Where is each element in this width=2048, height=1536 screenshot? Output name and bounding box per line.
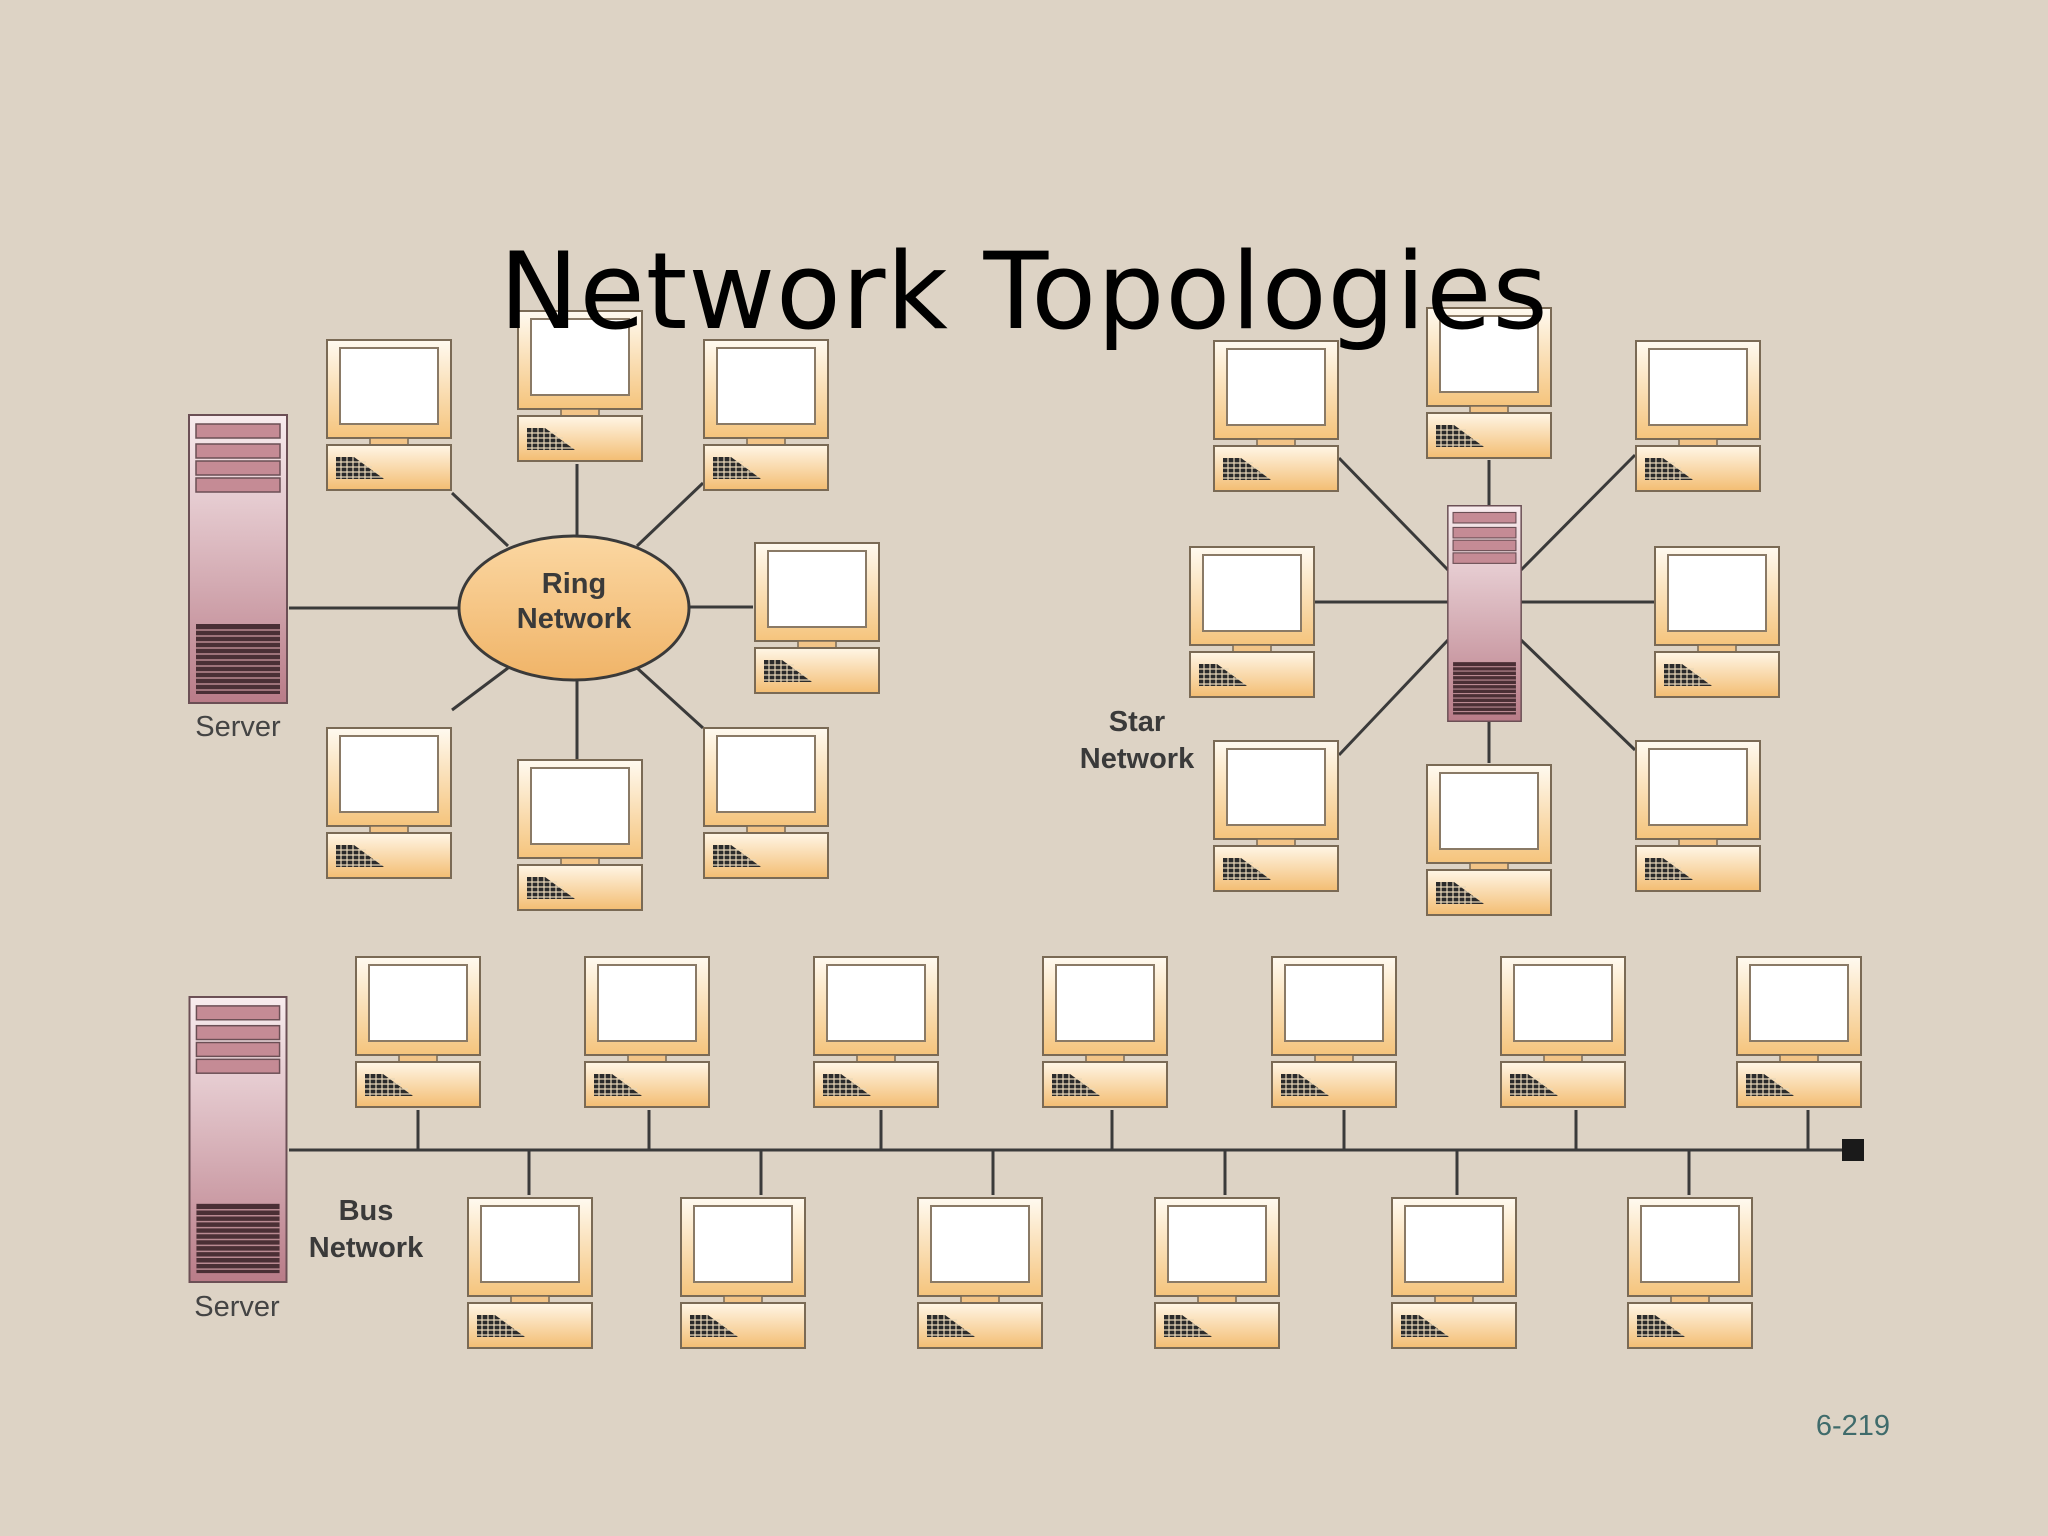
star-computer-icon (1426, 306, 1552, 460)
bus-terminator (1842, 1139, 1864, 1161)
bus-computer-icon (1627, 1196, 1753, 1350)
bus-computer-icon (1391, 1196, 1517, 1350)
bus-computer-icon (813, 955, 939, 1109)
bus-computer-icon (1154, 1196, 1280, 1350)
ring-server-icon (188, 414, 288, 704)
star-computer-icon (1635, 739, 1761, 893)
star-computer-icon (1213, 339, 1339, 493)
bus-computer-icon (1736, 955, 1862, 1109)
ring-computer-icon (326, 338, 452, 492)
bus-network-label-line2: Network (309, 1232, 424, 1264)
bus-network-label-line1: Bus (339, 1195, 394, 1227)
bus-server-icon (188, 996, 288, 1283)
ring-computer-icon (517, 758, 643, 912)
ring-server-label: Server (195, 711, 281, 743)
star-computer-icon (1426, 763, 1552, 917)
bus-server-label: Server (194, 1291, 280, 1323)
star-central-server-icon (1447, 505, 1522, 722)
bus-network-topology: Bus Network Server (188, 955, 1864, 1350)
star-network-topology: Star Network (1080, 306, 1780, 917)
star-computer-icon (1189, 545, 1315, 699)
star-computer-icon (1635, 339, 1761, 493)
page-number: 6-219 (1815, 1410, 1890, 1442)
bus-computer-icon (1271, 955, 1397, 1109)
ring-computer-icon (703, 338, 829, 492)
star-connection-lines (1315, 453, 1654, 763)
star-computer-icon (1213, 739, 1339, 893)
ring-computer-icon (703, 726, 829, 880)
bus-computer-icon (917, 1196, 1043, 1350)
ring-network-topology: Ring Network Server (188, 309, 880, 912)
bus-drop-lines (416, 1110, 1810, 1195)
star-computer-icon (1654, 545, 1780, 699)
ring-hub (457, 534, 691, 682)
star-network-label-line2: Network (1080, 743, 1195, 775)
ring-connection-lines (289, 464, 753, 759)
bus-computer-icon (467, 1196, 593, 1350)
bus-computer-icon (355, 955, 481, 1109)
ring-computer-icon (326, 726, 452, 880)
ring-computer-icon (754, 541, 880, 695)
bus-computer-icon (1500, 955, 1626, 1109)
ring-hub-label-line2: Network (517, 603, 632, 635)
bus-computer-icon (584, 955, 710, 1109)
bus-computer-icon (1042, 955, 1168, 1109)
star-network-label-line1: Star (1109, 706, 1165, 738)
ring-computer-icon (517, 309, 643, 463)
bus-computer-icon (680, 1196, 806, 1350)
ring-hub-label-line1: Ring (542, 568, 606, 600)
